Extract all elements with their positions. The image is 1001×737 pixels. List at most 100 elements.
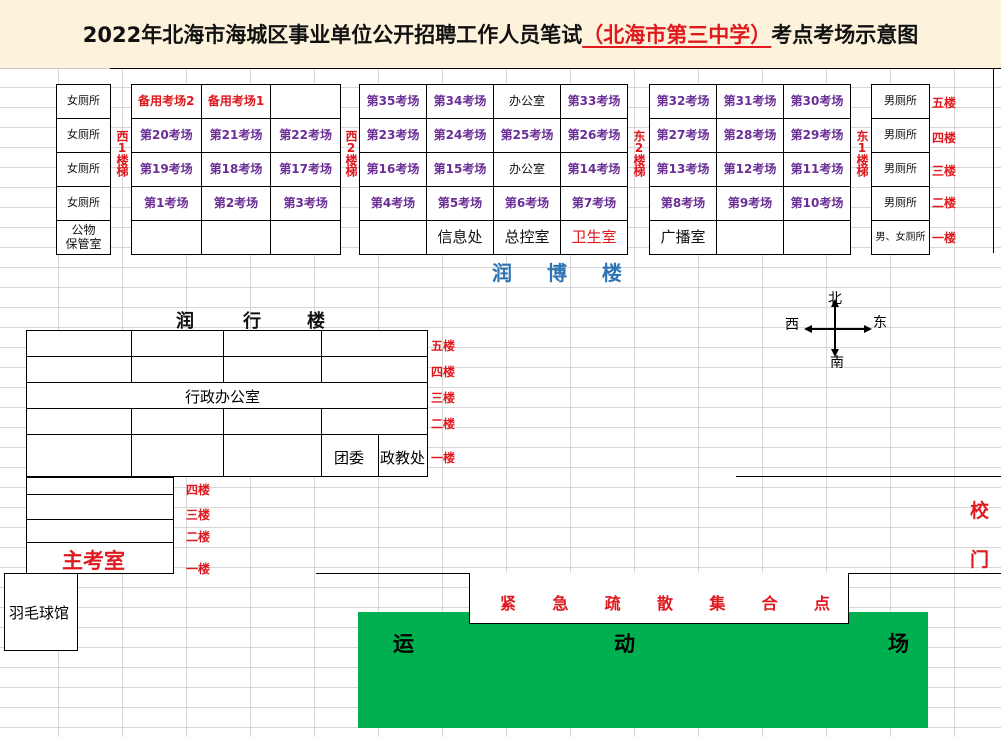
youth-league-office: 团委: [334, 449, 365, 467]
exam-room: 第6考场: [494, 187, 561, 221]
exam-room: 第20考场: [132, 119, 202, 153]
exam-room: 第27考场: [650, 119, 717, 153]
empty-cell: [271, 221, 341, 255]
school-gate-2: 门: [970, 549, 990, 571]
exam-room: 第3考场: [271, 187, 341, 221]
womens-toilet: 女厕所: [57, 153, 111, 187]
runxing-name-3: 楼: [307, 311, 325, 332]
title-prefix: 2022年北海市海城区事业单位公开招聘工作人员笔试: [82, 23, 583, 47]
assembly-char: 点: [813, 594, 830, 613]
lb-line: [26, 542, 174, 543]
exam-room: 第1考场: [132, 187, 202, 221]
runxing-name-1: 润: [176, 311, 194, 332]
mens-toilet: 男厕所: [872, 187, 930, 221]
compass: 北 南 西 东: [785, 290, 895, 371]
assembly-char: 集: [709, 594, 726, 613]
assembly-char: 疏: [604, 594, 621, 613]
exam-room: 第5考场: [427, 187, 494, 221]
rx-line: [26, 434, 428, 435]
runbo-right-line: [993, 68, 994, 253]
exam-room: 第26考场: [561, 119, 628, 153]
page-title: 2022年北海市海城区事业单位公开招聘工作人员笔试（北海市第三中学）考点考场示意…: [0, 0, 1001, 69]
mens-toilet: 男厕所: [872, 153, 930, 187]
lb-line: [26, 519, 174, 520]
rx-line: [26, 356, 428, 357]
exam-room: 备用考场2: [132, 85, 202, 119]
rx-line: [378, 434, 379, 477]
exam-room: 第9考场: [717, 187, 784, 221]
floor-label: 四楼: [932, 131, 957, 145]
exam-room: 第28考场: [717, 119, 784, 153]
rx-line: [26, 382, 428, 383]
empty-cell: [360, 221, 427, 255]
assembly-point-box: [469, 573, 849, 624]
exam-room: 第11考场: [784, 153, 851, 187]
exam-room: 第35考场: [360, 85, 427, 119]
floor-label: 二楼: [431, 417, 456, 431]
exam-room: 备用考场1: [201, 85, 272, 119]
west-stair-2: 西2楼梯: [344, 130, 358, 176]
main-exam-room: 主考室: [62, 549, 125, 573]
rx-line: [321, 408, 322, 477]
exam-room: 第8考场: [650, 187, 717, 221]
right-wc-column: 男厕所 男厕所 男厕所 男厕所 男、女厕所: [871, 84, 930, 255]
floor-label: 一楼: [186, 562, 211, 576]
compass-north: 北: [828, 291, 842, 307]
exam-room: 第24考场: [427, 119, 494, 153]
floor-label: 三楼: [186, 508, 211, 522]
exam-room: 第18考场: [201, 153, 272, 187]
sports-field-label-2: 动: [614, 632, 635, 656]
empty-cell: [784, 221, 851, 255]
exam-room: 第12考场: [717, 153, 784, 187]
exam-room: 第22考场: [271, 119, 341, 153]
compass-south: 南: [830, 355, 844, 371]
floor-label: 二楼: [186, 530, 211, 544]
runbo-building-name: 润 博 楼: [492, 261, 636, 285]
runbo-block-3: 第32考场 第31考场 第30考场 第27考场 第28考场 第29考场 第13考…: [649, 84, 851, 255]
assembly-char: 散: [656, 594, 673, 613]
floor-label: 三楼: [431, 391, 456, 405]
exam-room: 第19考场: [132, 153, 202, 187]
exam-room: 第23考场: [360, 119, 427, 153]
empty-cell: [201, 221, 272, 255]
control-room: 总控室: [494, 221, 561, 255]
rx-line: [131, 330, 132, 382]
storage-room: 公物 保管室: [57, 221, 111, 255]
exam-room: 第15考场: [427, 153, 494, 187]
exam-room: 第25考场: [494, 119, 561, 153]
sports-field-label-3: 场: [888, 632, 909, 656]
assembly-char: 紧: [500, 594, 517, 613]
floor-label: 四楼: [186, 483, 211, 497]
runxing-name-2: 行: [243, 311, 261, 332]
badminton-hall: 羽毛球馆: [4, 573, 78, 651]
political-office: 政教处: [380, 449, 426, 467]
sports-field: [358, 612, 928, 728]
compass-cross-icon: [804, 299, 872, 357]
lb-line: [26, 494, 174, 495]
runxing-outline: [26, 330, 428, 477]
exam-room: 第13考场: [650, 153, 717, 187]
exam-room: 第21考场: [201, 119, 272, 153]
exam-room: 第2考场: [201, 187, 272, 221]
info-office: 信息处: [427, 221, 494, 255]
badminton-hall-label: 羽毛球馆: [9, 603, 70, 622]
mens-toilet: 男厕所: [872, 119, 930, 153]
empty-cell: [717, 221, 784, 255]
floor-label: 五楼: [932, 96, 957, 110]
sports-field-label-1: 运: [393, 632, 414, 656]
exam-room: 第14考场: [561, 153, 628, 187]
lower-building-outline: [26, 477, 174, 574]
runbo-block-2: 第35考场 第34考场 办公室 第33考场 第23考场 第24考场 第25考场 …: [359, 84, 628, 255]
assembly-char: 急: [552, 594, 569, 613]
exam-room: 第33考场: [561, 85, 628, 119]
admin-office: 行政办公室: [185, 388, 261, 406]
rx-line: [223, 408, 224, 477]
compass-east: 东: [873, 315, 887, 331]
exam-room: 第32考场: [650, 85, 717, 119]
mixed-toilet: 男、女厕所: [872, 221, 930, 255]
floor-label: 三楼: [932, 164, 957, 178]
compass-west: 西: [785, 317, 799, 333]
womens-toilet: 女厕所: [57, 187, 111, 221]
exam-room: 第4考场: [360, 187, 427, 221]
womens-toilet: 女厕所: [57, 119, 111, 153]
